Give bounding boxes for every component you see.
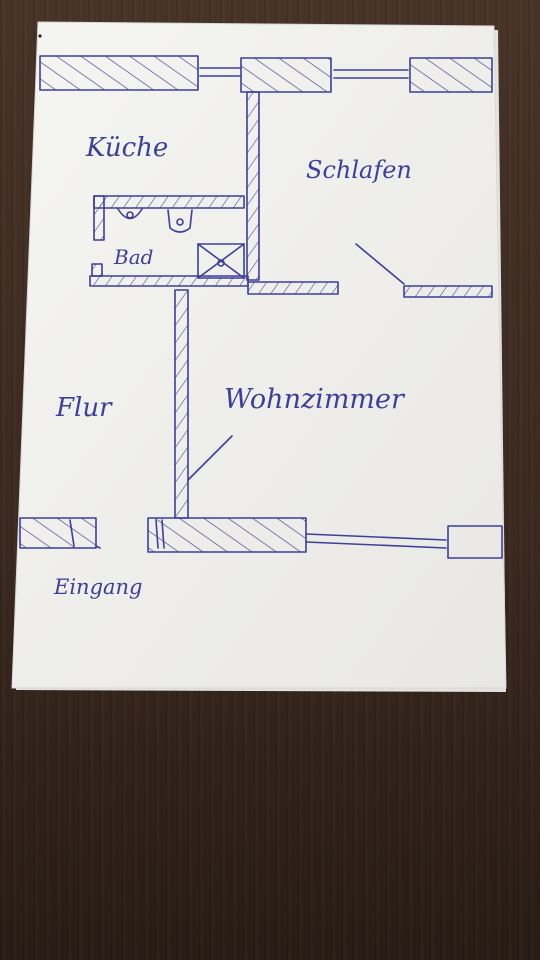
entrance-gap-mark bbox=[95, 545, 101, 549]
toilet-icon bbox=[117, 208, 143, 220]
label-bathroom: Bad bbox=[113, 245, 153, 269]
label-kitchen: Küche bbox=[85, 133, 168, 163]
sink-icon bbox=[167, 209, 193, 233]
wall-hallway-living bbox=[174, 289, 189, 519]
window-bottom bbox=[305, 533, 447, 549]
shower-icon bbox=[197, 243, 245, 279]
bedroom-door bbox=[355, 243, 493, 298]
label-hallway: Flur bbox=[55, 393, 113, 423]
window-top-left bbox=[199, 67, 241, 77]
label-bedroom: Schlafen bbox=[306, 156, 412, 184]
label-entrance: Eingang bbox=[53, 575, 143, 599]
living-room-door bbox=[187, 435, 233, 481]
wall-kitchen-bedroom bbox=[246, 91, 260, 281]
paper-sheet bbox=[11, 21, 507, 689]
top-wall bbox=[39, 55, 493, 93]
bottom-wall bbox=[19, 517, 503, 559]
window-top-right bbox=[333, 69, 409, 79]
wall-bedroom-living bbox=[247, 281, 339, 295]
pen-dot bbox=[38, 34, 42, 38]
bathroom-walls bbox=[89, 195, 249, 287]
label-living-room: Wohnzimmer bbox=[224, 384, 406, 415]
